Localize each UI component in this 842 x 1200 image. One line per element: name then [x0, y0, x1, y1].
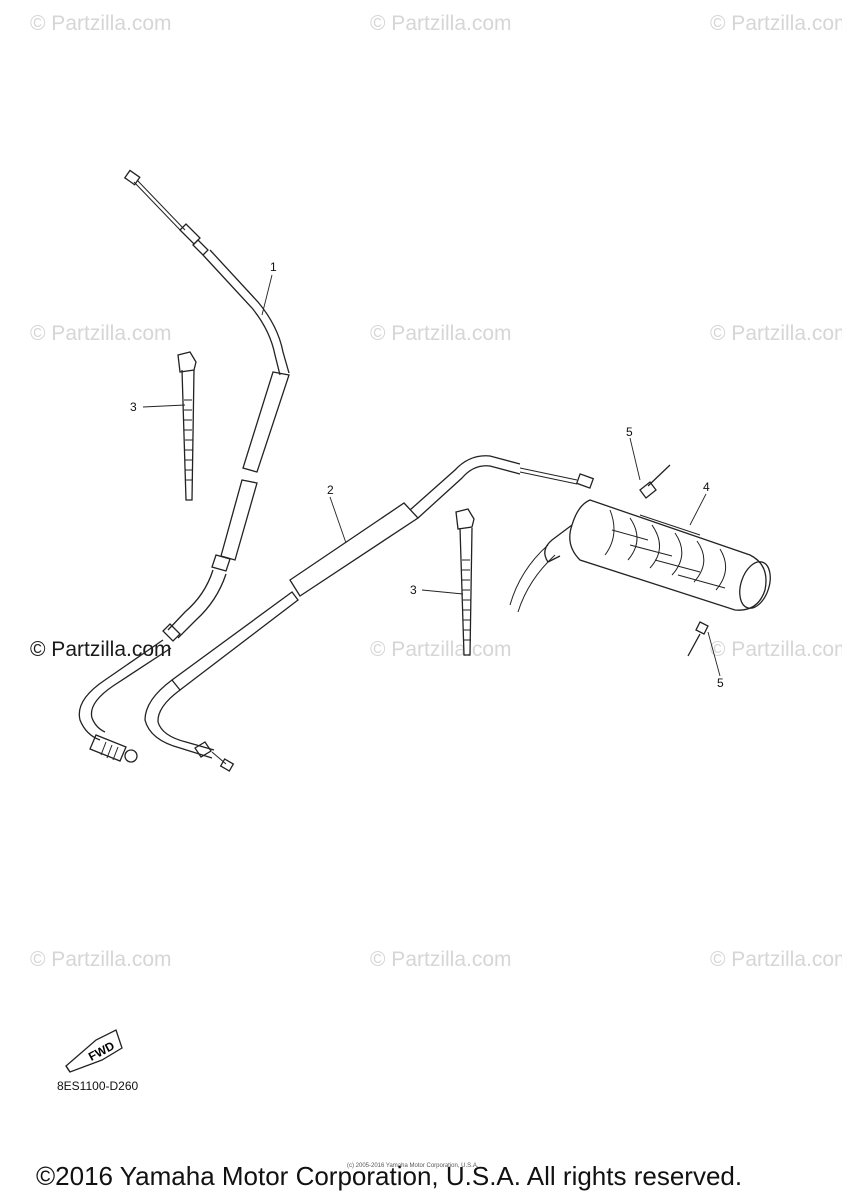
- cable-1-end-fitting: [123, 169, 141, 186]
- watermark-bottom-center: © Partzilla.com: [370, 948, 512, 971]
- watermark-lower-center: © Partzilla.com: [370, 638, 512, 661]
- fwd-arrow: FWD: [65, 1029, 123, 1073]
- leader-4: [689, 493, 707, 526]
- watermark-top-center: © Partzilla.com: [370, 12, 512, 35]
- leader-3a: [142, 404, 186, 408]
- watermark-prominent: © Partzilla.com: [30, 638, 172, 661]
- grip-screw-upper: [639, 464, 671, 499]
- throttle-grip: [509, 499, 771, 613]
- watermark-mid-right: © Partzilla.com: [710, 322, 842, 345]
- watermark-top-left: © Partzilla.com: [30, 12, 172, 35]
- cable-1-end-nut: [124, 749, 138, 763]
- leader-5b: [707, 631, 721, 677]
- cable-1-sleeve-upper: [242, 371, 290, 473]
- callout-5b: 5: [717, 676, 724, 690]
- leader-3b: [421, 589, 464, 595]
- cable-2-end-fitting-upper: [575, 473, 595, 489]
- diagram-code: 8ES1100-D260: [57, 1079, 139, 1093]
- callout-2: 2: [327, 483, 334, 497]
- watermark-mid-left: © Partzilla.com: [30, 322, 172, 345]
- cable-2-end-fitting-lower: [219, 758, 235, 772]
- callout-1: 1: [270, 260, 277, 274]
- leader-1: [261, 274, 273, 316]
- grip-screw-lower: [687, 621, 709, 657]
- callout-4: 4: [703, 480, 710, 494]
- watermark-top-right: © Partzilla.com: [710, 12, 842, 35]
- grip-end-cap: [739, 561, 771, 609]
- cable-tie-right: [455, 508, 475, 656]
- callout-3b: 3: [410, 583, 417, 597]
- leader-5a: [629, 437, 641, 481]
- watermark-mid-center: © Partzilla.com: [370, 322, 512, 345]
- cable-tie-left: [177, 351, 197, 501]
- leader-2: [329, 496, 347, 544]
- throttle-cable-1: [78, 169, 290, 763]
- callout-3a: 3: [130, 400, 137, 414]
- fine-print: (c) 2005-2016 Yamaha Motor Corporation, …: [347, 1163, 479, 1169]
- footer-copyright: ©2016 Yamaha Motor Corporation, U.S.A. A…: [36, 1161, 743, 1191]
- watermark-lower-right: © Partzilla.com: [710, 638, 842, 661]
- watermark-bottom-left: © Partzilla.com: [30, 948, 172, 971]
- cable-1-sleeve-lower: [220, 479, 258, 561]
- callout-5a: 5: [626, 425, 633, 439]
- cable-1-adjuster: [89, 734, 127, 762]
- cable-2: [144, 455, 595, 772]
- cable-2-sleeve: [289, 502, 419, 597]
- watermark-bottom-right: © Partzilla.com: [710, 948, 842, 971]
